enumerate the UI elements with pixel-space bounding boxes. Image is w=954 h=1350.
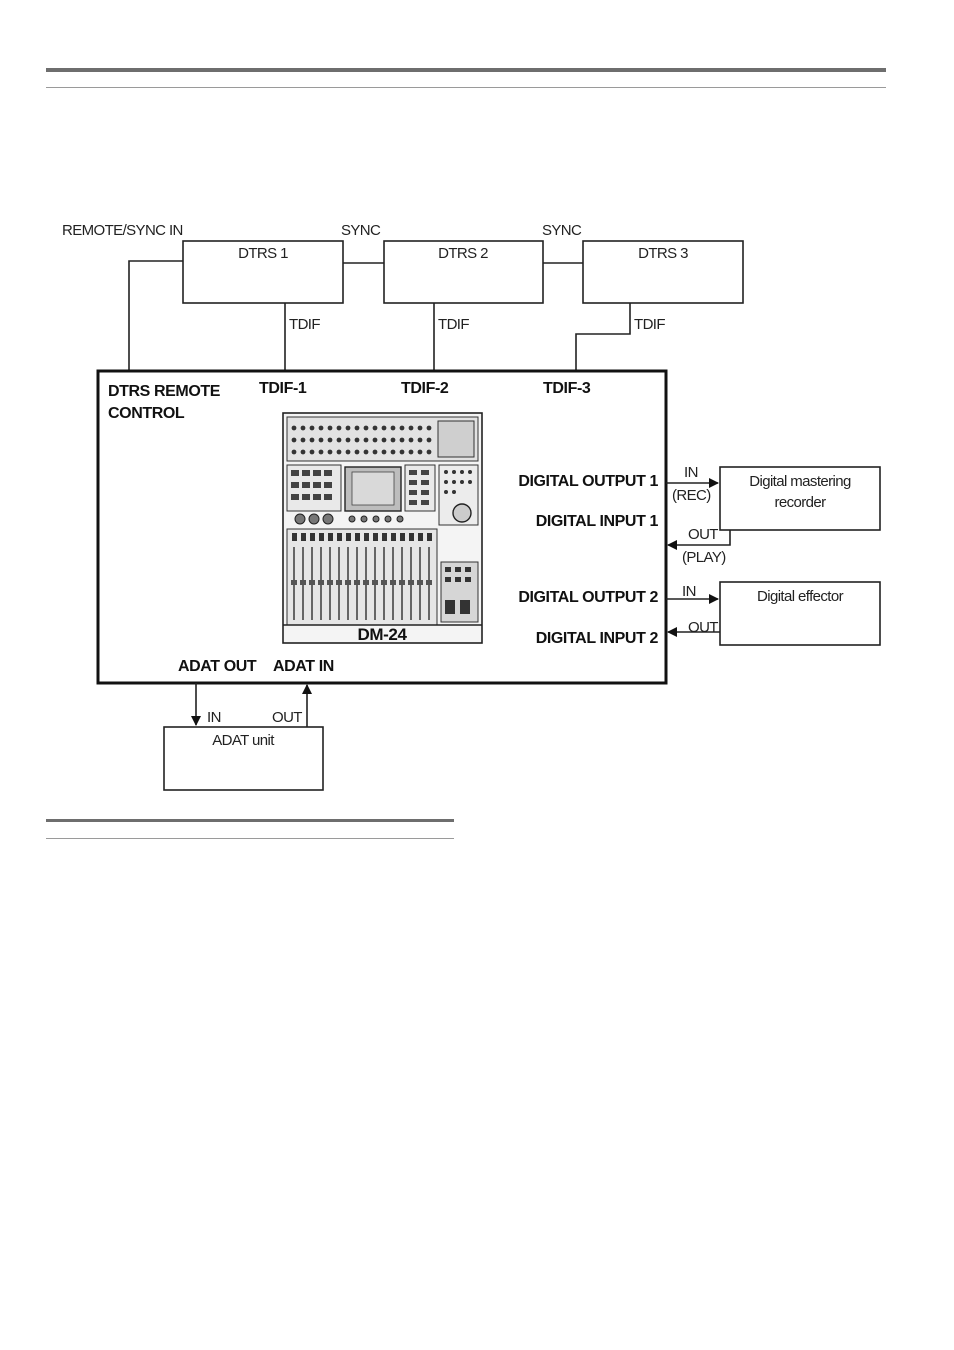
dtrs2-box xyxy=(383,240,544,304)
tdif2-port-label: TDIF-2 xyxy=(401,380,449,397)
rec-label: (REC) xyxy=(672,487,711,504)
section-rule-thick xyxy=(46,819,454,822)
digital-input-2-label: DIGITAL INPUT 2 xyxy=(536,630,659,647)
tdif-wire-3 xyxy=(575,303,631,371)
section-rule-thin xyxy=(46,838,454,839)
tdif-label-2: TDIF xyxy=(438,316,469,333)
out-effector-label: OUT xyxy=(688,619,718,636)
dtrs-control-label: CONTROL xyxy=(108,405,185,422)
tdif-label-3: TDIF xyxy=(634,316,665,333)
dtrs1-label: DTRS 1 xyxy=(238,245,288,262)
digital-output-2-label: DIGITAL OUTPUT 2 xyxy=(518,589,658,606)
dtrs1-box xyxy=(182,240,344,304)
header-rule-thin xyxy=(46,87,886,88)
digital-input-1-label: DIGITAL INPUT 1 xyxy=(536,513,659,530)
adat-in-label: IN xyxy=(207,709,221,726)
dtrs-remote-label: DTRS REMOTE xyxy=(108,383,221,400)
dm24-mixer-illustration: DM-24 xyxy=(282,412,483,644)
sync-label-1: SYNC xyxy=(341,222,381,239)
sync-label-2: SYNC xyxy=(542,222,582,239)
fader-caps xyxy=(291,580,432,585)
mastering-recorder-label-2: recorder xyxy=(774,494,826,511)
in-rec-label: IN xyxy=(684,464,698,481)
play-label: (PLAY) xyxy=(682,549,726,566)
adat-out-port-label: ADAT OUT xyxy=(178,658,257,675)
effector-label: Digital effector xyxy=(757,588,844,605)
mastering-recorder-box xyxy=(719,466,881,531)
mixer-jog-wheel xyxy=(452,503,472,523)
mastering-recorder-label-1: Digital mastering xyxy=(749,473,851,490)
remote-sync-wire xyxy=(128,260,183,371)
adat-unit-box xyxy=(163,726,324,791)
tdif3-port-label: TDIF-3 xyxy=(543,380,591,397)
mixer-name-label: DM-24 xyxy=(357,625,407,644)
dtrs3-label: DTRS 3 xyxy=(638,245,688,262)
tdif1-port-label: TDIF-1 xyxy=(259,380,307,397)
in-effector-label: IN xyxy=(682,583,696,600)
adat-out-label: OUT xyxy=(272,709,302,726)
digital-output-1-label: DIGITAL OUTPUT 1 xyxy=(518,473,658,490)
digital-input-1-wire xyxy=(667,530,731,550)
adat-in-port-label: ADAT IN xyxy=(273,658,334,675)
header-rule-thick xyxy=(46,68,886,72)
adat-unit-label: ADAT unit xyxy=(212,732,275,749)
dtrs2-label: DTRS 2 xyxy=(438,245,488,262)
dtrs3-box xyxy=(582,240,744,304)
effector-box xyxy=(719,581,881,646)
out-play-label: OUT xyxy=(688,526,718,543)
top-knob-row xyxy=(291,425,432,455)
tdif-label-1: TDIF xyxy=(289,316,320,333)
remote-sync-in-label: REMOTE/SYNC IN xyxy=(62,222,183,239)
